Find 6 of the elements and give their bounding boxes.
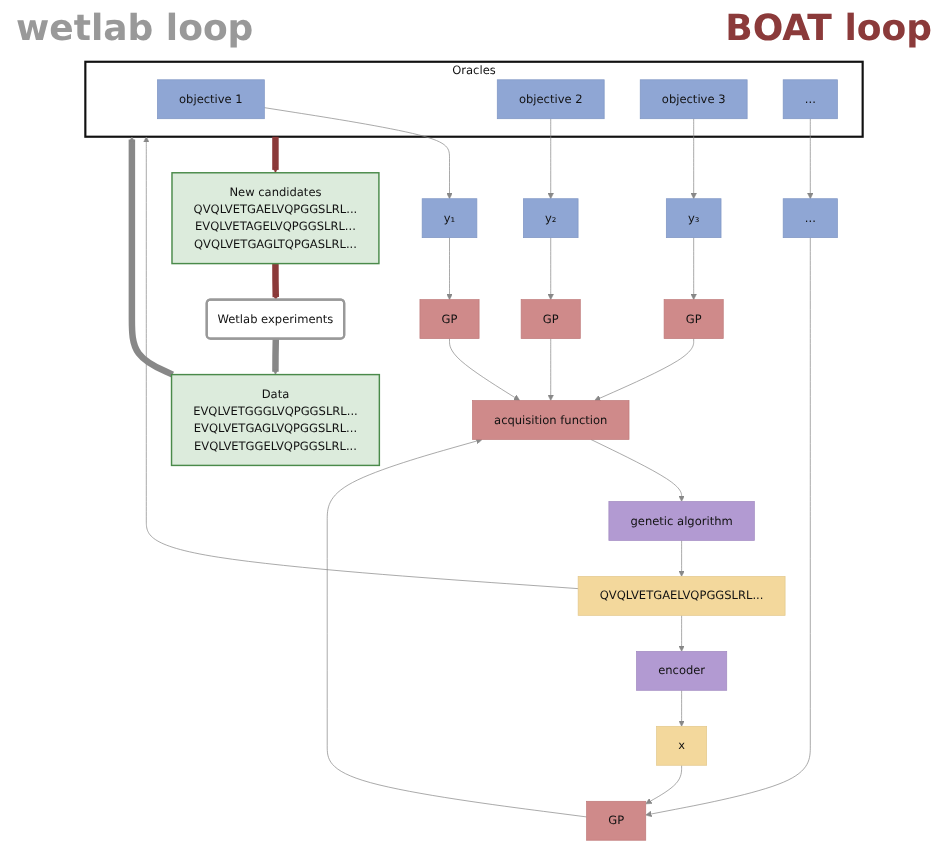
loop-label: wetlab loop xyxy=(16,7,254,49)
arrow xyxy=(272,263,279,301)
arrow xyxy=(128,136,174,378)
arrow xyxy=(272,136,279,174)
arrow xyxy=(272,338,280,375)
loop-label: BOAT loop xyxy=(725,7,932,49)
